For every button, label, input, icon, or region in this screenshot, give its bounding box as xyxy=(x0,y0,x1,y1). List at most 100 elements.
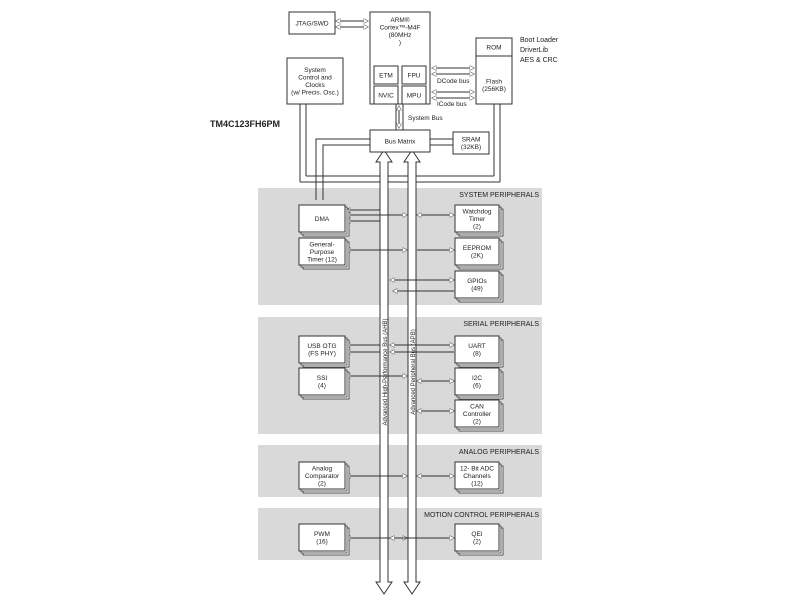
block-adc-label: 12- Bit ADC xyxy=(460,465,494,472)
section-system-label: SYSTEM PERIPHERALS xyxy=(459,192,539,199)
block-eeprom: EEPROM(2K) xyxy=(454,237,504,270)
block-adc-box xyxy=(454,461,500,490)
block-usb-box xyxy=(298,335,346,364)
block-i2c: I2C(6) xyxy=(454,367,504,400)
block-watchdog-label: Timer xyxy=(469,216,486,223)
apb-bus-label: Advanced Peripheral Bus (APB) xyxy=(411,329,417,414)
block-adc-label: Channels xyxy=(463,473,491,480)
block-qei-label: (2) xyxy=(473,539,481,546)
block-arm-label: Cortex™-M4F xyxy=(380,25,421,32)
block-eeprom-box xyxy=(454,237,500,266)
rom-note-driverlib: DriverLib xyxy=(520,47,548,54)
block-can-label: (2) xyxy=(473,418,481,425)
block-watchdog-box xyxy=(454,204,500,233)
section-serial-label: SERIAL PERIPHERALS xyxy=(463,321,539,328)
block-usb-label: USB OTG xyxy=(307,343,336,350)
block-i2c-box xyxy=(454,367,500,396)
block-dma-label: DMA xyxy=(315,216,330,223)
block-sysctl-label: Control and xyxy=(298,75,332,82)
block-can-label: CAN xyxy=(470,403,484,410)
block-qei-label: QEI xyxy=(471,531,482,538)
right-peripheral-arrows xyxy=(390,215,454,538)
block-jtag-label: JTAG/SWD xyxy=(295,20,328,27)
block-sysctl-box xyxy=(286,57,344,105)
block-uart: UART(8) xyxy=(454,335,504,368)
block-busmatrix-box xyxy=(369,129,431,153)
block-sysctl-label: Clocks xyxy=(305,82,325,89)
block-usb: USB OTG(FS PHY) xyxy=(298,335,350,368)
block-busmatrix-label: Bus Matrix xyxy=(385,138,416,145)
block-flash-label: Flash xyxy=(486,79,502,86)
block-sysctl-label: System xyxy=(304,67,326,74)
block-qei: QEI(2) xyxy=(454,523,504,556)
block-pwm-box xyxy=(298,523,346,552)
block-nvic: NVIC xyxy=(373,85,399,105)
upper-bus-lines xyxy=(299,95,501,200)
rom-note-aes-crc: AES & CRC xyxy=(520,57,558,64)
block-sysctl-label: (w/ Precis. Osc.) xyxy=(291,90,339,97)
block-adc-label: (12) xyxy=(471,480,483,487)
block-dma: DMA xyxy=(298,204,350,237)
upper-arrows xyxy=(336,21,474,128)
block-uart-label: UART xyxy=(468,343,486,350)
block-ssi-label: (4) xyxy=(318,383,326,390)
block-watchdog-label: Watchdog xyxy=(462,208,491,215)
block-nvic-box xyxy=(373,85,399,105)
block-rom: ROM xyxy=(475,37,513,57)
block-fpu: FPU xyxy=(401,65,427,85)
block-gptimer-label: General- xyxy=(309,241,334,248)
block-watchdog-label: (2) xyxy=(473,223,481,230)
block-i2c-label: (6) xyxy=(473,383,481,390)
dcode-bus-label: DCode bus xyxy=(437,78,470,85)
block-gptimer-label: Timer (12) xyxy=(307,256,337,263)
block-jtag: JTAG/SWD xyxy=(288,11,336,35)
ahb-bus-label: Advanced High-Performance Bus (AHB) xyxy=(383,318,389,425)
block-flash: Flash(256KB) xyxy=(475,55,513,105)
block-etm: ETM xyxy=(373,65,399,85)
block-ssi: SSI(4) xyxy=(298,367,350,400)
block-sram-label: SRAM xyxy=(462,137,481,144)
section-analog-label: ANALOG PERIPHERALS xyxy=(459,449,539,456)
block-comparator-label: Analog xyxy=(312,465,333,472)
block-mpu-label: MPU xyxy=(407,92,422,99)
block-eeprom-label: EEPROM xyxy=(463,245,491,252)
block-eeprom-label: (2K) xyxy=(471,253,483,260)
block-sram: SRAM(32KB) xyxy=(452,131,490,155)
block-gpio-box xyxy=(454,270,500,299)
block-flash-box xyxy=(475,55,513,105)
block-usb-label: (FS PHY) xyxy=(308,351,336,358)
block-comparator-label: Comparator xyxy=(305,473,340,480)
ahb-bus-arrow xyxy=(375,149,393,595)
block-nvic-label: NVIC xyxy=(378,92,394,99)
block-comparator-box xyxy=(298,461,346,490)
block-gptimer-label: Purpose xyxy=(310,249,335,256)
section-motion-label: MOTION CONTROL PERIPHERALS xyxy=(424,512,539,519)
block-etm-box xyxy=(373,65,399,85)
block-sram-box xyxy=(452,131,490,155)
block-flash-label: (256KB) xyxy=(482,86,506,93)
block-uart-label: (8) xyxy=(473,351,481,358)
block-gpio: GPIOs(49) xyxy=(454,270,504,303)
block-fpu-box xyxy=(401,65,427,85)
block-pwm-label: (16) xyxy=(316,539,328,546)
block-gptimer-box xyxy=(298,237,346,266)
block-qei-box xyxy=(454,523,500,552)
block-rom-label: ROM xyxy=(486,44,501,51)
block-can-box xyxy=(454,399,500,428)
block-comparator-label: (2) xyxy=(318,480,326,487)
block-mpu: MPU xyxy=(401,85,427,105)
block-mpu-box xyxy=(401,85,427,105)
block-ssi-label: SSI xyxy=(317,375,328,382)
device-title: TM4C123FH6PM xyxy=(210,119,280,129)
block-sram-label: (32KB) xyxy=(461,144,481,151)
block-can-label: Controller xyxy=(463,411,492,418)
block-pwm: PWM(16) xyxy=(298,523,350,556)
block-etm-label: ETM xyxy=(379,72,393,79)
block-ssi-box xyxy=(298,367,346,396)
block-gpio-label: GPIOs xyxy=(467,278,487,285)
